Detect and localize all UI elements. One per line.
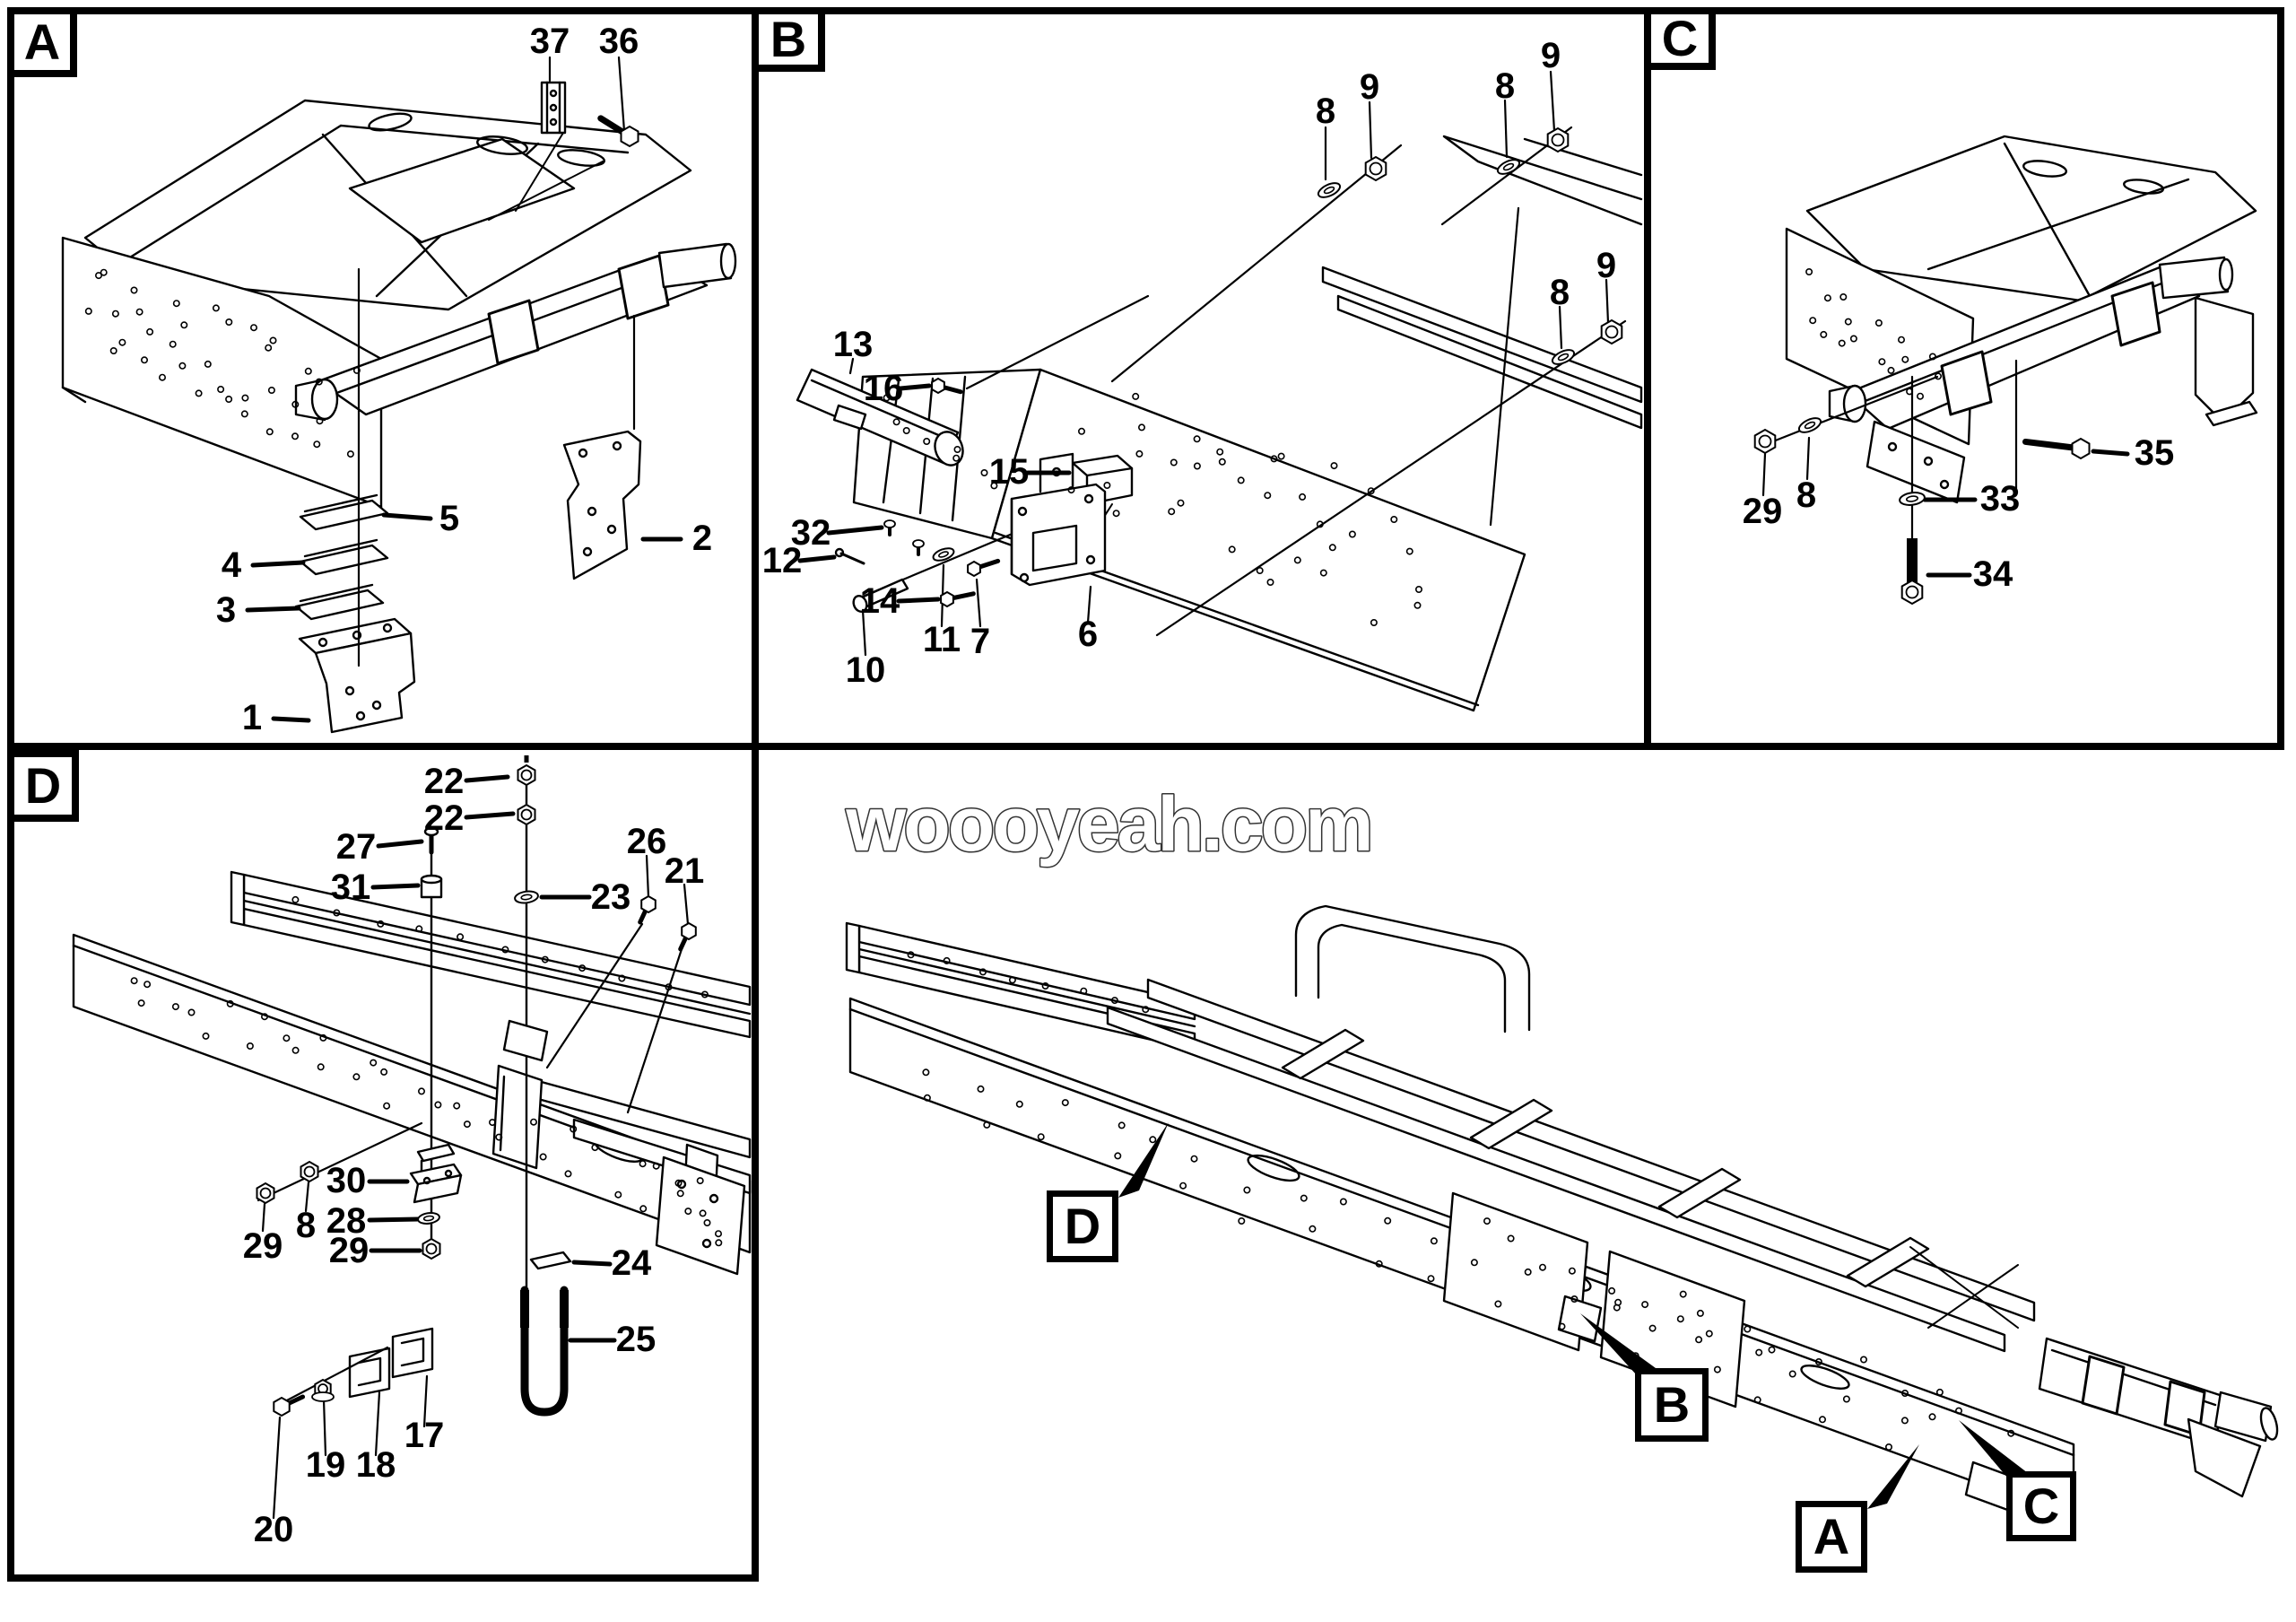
part-callout-b-32: 32 bbox=[790, 513, 831, 553]
part-callout-b-9: 9 bbox=[1359, 67, 1380, 107]
part-callout-b-6: 6 bbox=[1077, 615, 1099, 654]
part-callout-b-15: 15 bbox=[988, 452, 1030, 492]
part-callout-b-9: 9 bbox=[1540, 36, 1561, 75]
part-callout-b-8: 8 bbox=[1494, 66, 1516, 106]
part-callout-d-8: 8 bbox=[295, 1206, 317, 1245]
panel-b-art bbox=[796, 70, 1643, 712]
part-callout-b-10: 10 bbox=[845, 650, 886, 690]
part-callout-d-24: 24 bbox=[611, 1243, 652, 1283]
rivet-dots bbox=[84, 267, 2015, 1461]
part-callout-d-18: 18 bbox=[355, 1445, 396, 1485]
panel-label-a: A bbox=[7, 7, 77, 77]
panel-d-art bbox=[72, 774, 752, 1520]
part-callout-a-2: 2 bbox=[691, 519, 713, 558]
main-view-art: woooyeah.com bbox=[844, 780, 2279, 1520]
part-callout-d-22: 22 bbox=[423, 798, 465, 838]
part-callout-b-8: 8 bbox=[1549, 273, 1570, 312]
part-callout-b-14: 14 bbox=[859, 581, 900, 621]
panel-label-d: D bbox=[7, 750, 79, 822]
view-callout-label-b: B bbox=[1635, 1368, 1709, 1442]
watermark-text: woooyeah.com bbox=[845, 781, 1370, 868]
part-callout-d-21: 21 bbox=[664, 851, 705, 891]
part-callout-d-29: 29 bbox=[242, 1226, 283, 1266]
part-callout-a-37: 37 bbox=[529, 22, 570, 61]
part-callout-d-26: 26 bbox=[626, 822, 667, 861]
part-callout-d-27: 27 bbox=[335, 827, 377, 867]
part-callout-b-8: 8 bbox=[1315, 92, 1336, 131]
fastener-glyphs bbox=[256, 115, 2091, 1417]
part-callout-d-25: 25 bbox=[615, 1320, 657, 1359]
part-callout-c-29: 29 bbox=[1742, 492, 1783, 531]
panel-label-c: C bbox=[1644, 7, 1716, 70]
panel-label-b: B bbox=[752, 7, 825, 72]
part-callout-a-36: 36 bbox=[598, 22, 639, 61]
part-callout-b-9: 9 bbox=[1596, 246, 1617, 285]
part-callout-d-17: 17 bbox=[404, 1416, 445, 1455]
part-callout-b-13: 13 bbox=[832, 325, 874, 364]
part-callout-b-12: 12 bbox=[761, 541, 803, 580]
part-callout-b-11: 11 bbox=[922, 620, 961, 659]
part-callout-d-28: 28 bbox=[326, 1201, 367, 1241]
part-callout-c-34: 34 bbox=[1972, 554, 2013, 594]
part-callout-d-19: 19 bbox=[305, 1445, 346, 1485]
part-callout-d-22: 22 bbox=[423, 762, 465, 801]
view-callout-label-d: D bbox=[1047, 1190, 1118, 1262]
part-callout-a-4: 4 bbox=[221, 545, 242, 585]
view-callout-label-c: C bbox=[2006, 1471, 2076, 1541]
part-callout-a-3: 3 bbox=[215, 590, 237, 630]
part-callout-c-35: 35 bbox=[2134, 433, 2175, 473]
part-callout-c-8: 8 bbox=[1796, 475, 1817, 515]
part-callout-c-33: 33 bbox=[1979, 479, 2021, 519]
part-callout-d-20: 20 bbox=[253, 1510, 294, 1549]
part-callout-b-16: 16 bbox=[863, 369, 904, 408]
part-callout-b-7: 7 bbox=[970, 622, 991, 661]
part-callout-d-31: 31 bbox=[330, 868, 371, 907]
part-callout-d-29: 29 bbox=[328, 1231, 370, 1270]
panel-a-art bbox=[61, 56, 737, 734]
part-callout-a-5: 5 bbox=[439, 499, 460, 538]
view-callout-label-a: A bbox=[1796, 1501, 1867, 1573]
part-callout-a-1: 1 bbox=[241, 698, 263, 737]
part-callout-d-30: 30 bbox=[326, 1161, 367, 1200]
part-callout-d-23: 23 bbox=[590, 877, 631, 917]
panel-c-art bbox=[1761, 135, 2258, 578]
